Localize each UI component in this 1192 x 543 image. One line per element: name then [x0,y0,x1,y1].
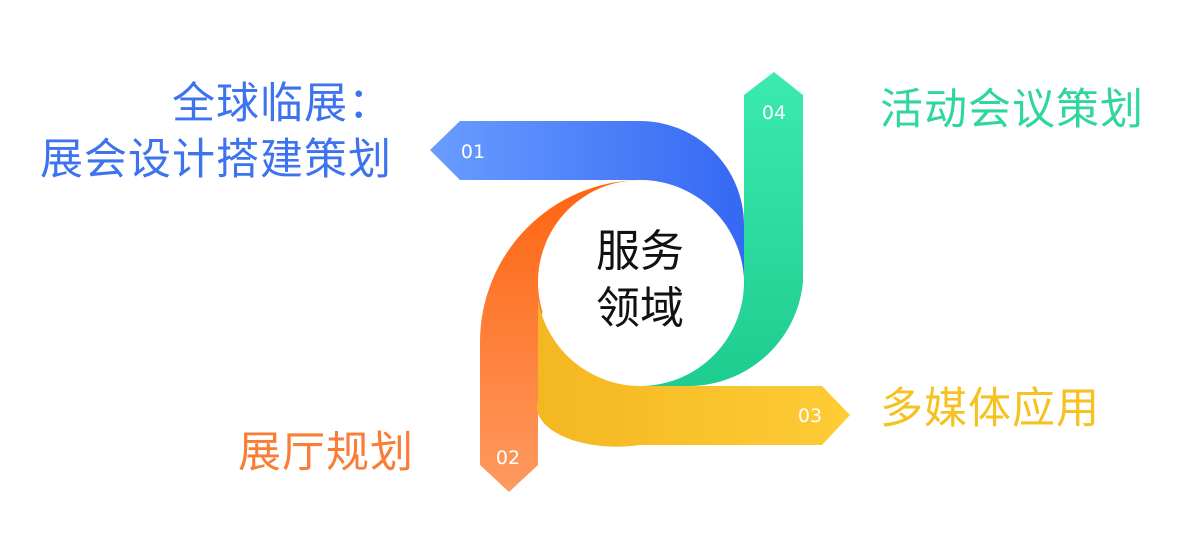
segment-01-label: 全球临展： 展会设计搭建策划 [8,76,392,188]
segment-02-arrow [480,180,640,492]
segment-03-arrow [536,300,850,447]
segment-01-arrow [430,121,745,290]
segment-04-number: 04 [762,102,786,124]
segment-02-number: 02 [496,447,520,469]
segment-01-label-line2: 展会设计搭建策划 [40,135,392,185]
segment-04-arrow [640,72,803,387]
segment-01-label-line1: 全球临展： [172,79,392,129]
segment-02-label: 展厅规划 [238,428,414,478]
center-title-line1: 服务 [596,226,684,277]
segment-03-number: 03 [798,405,822,427]
center-circle [538,180,742,384]
center-title-line2: 领域 [596,283,684,334]
segment-01-number: 01 [461,141,485,163]
segment-03-label: 多媒体应用 [880,384,1100,434]
segment-04-label: 活动会议策划 [880,85,1144,135]
